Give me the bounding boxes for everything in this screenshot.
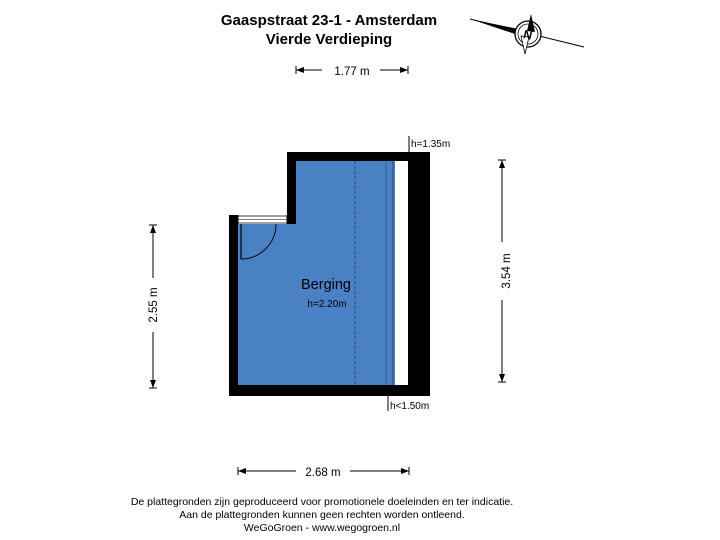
dimension-bottom [237, 467, 410, 475]
north-letter: N [522, 27, 534, 43]
dimension-left-label: 2.55 m [148, 287, 160, 322]
dimension-right-label: 3.54 m [501, 253, 513, 288]
footer-credit: WeGoGroen - www.wegogroen.nl [244, 522, 400, 534]
low-ceiling-strip [395, 161, 408, 385]
room-fill [238, 161, 408, 385]
dimension-right [498, 159, 506, 383]
room-name: Berging [301, 277, 351, 293]
dimension-top [295, 66, 409, 74]
floor-title: Vierde Verdieping [266, 31, 392, 48]
height-top-right: h=1.35m [411, 139, 450, 150]
room-height: h=2.20m [307, 299, 346, 310]
north-arrow-icon: N [469, 14, 585, 55]
footer-disclaimer-2: Aan de plattegronden kunnen geen rechten… [179, 509, 464, 521]
height-bottom-right: h<1.50m [390, 401, 429, 412]
dimension-top-label: 1.77 m [334, 66, 369, 78]
dimension-left [149, 224, 157, 389]
door-swing-icon [240, 223, 277, 260]
footer-disclaimer-1: De plattegronden zijn geproduceerd voor … [131, 496, 513, 508]
address-title: Gaaspstraat 23-1 - Amsterdam [221, 12, 437, 29]
dimension-bottom-label: 2.68 m [305, 467, 340, 479]
